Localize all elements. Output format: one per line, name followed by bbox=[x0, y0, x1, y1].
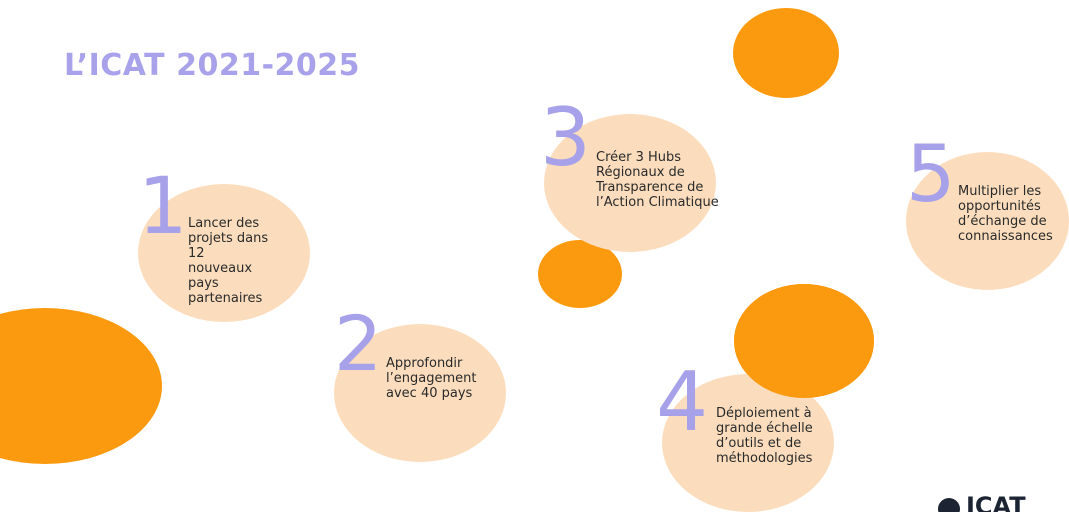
goal-2-circle bbox=[334, 324, 506, 462]
goal-2-number: 2 bbox=[334, 299, 383, 388]
goal-1-number: 1 bbox=[138, 162, 188, 252]
orange-circle-small bbox=[538, 240, 622, 308]
page-title: L’ICAT 2021-2025 bbox=[64, 48, 361, 83]
goal-5-number: 5 bbox=[906, 130, 956, 220]
goal-3-number: 3 bbox=[540, 91, 591, 184]
goal-4-number: 4 bbox=[656, 355, 709, 450]
goal-5-circle bbox=[906, 152, 1069, 290]
goal-2-text: Approfondir l’engagement avec 40 pays bbox=[386, 356, 477, 401]
goal-4-text: Déploiement à grande échelle d’outils et… bbox=[716, 406, 813, 466]
orange-circle-left bbox=[0, 308, 162, 464]
icat-logo: ICAT bbox=[930, 496, 1069, 512]
orange-circle-top bbox=[733, 8, 839, 98]
goal-3-circle bbox=[544, 114, 716, 252]
logo-mark-icon bbox=[938, 498, 960, 512]
goal-1-text: Lancer des projets dans 12 nouveaux pays… bbox=[188, 216, 269, 306]
goal-3-text: Créer 3 Hubs Régionaux de Transparence d… bbox=[596, 150, 719, 210]
goal-5-text: Multiplier les opportunités d’échange de… bbox=[958, 184, 1053, 244]
orange-circle-mid-front bbox=[734, 284, 874, 398]
goal-1-circle bbox=[138, 184, 310, 322]
logo-text: ICAT bbox=[966, 496, 1026, 512]
